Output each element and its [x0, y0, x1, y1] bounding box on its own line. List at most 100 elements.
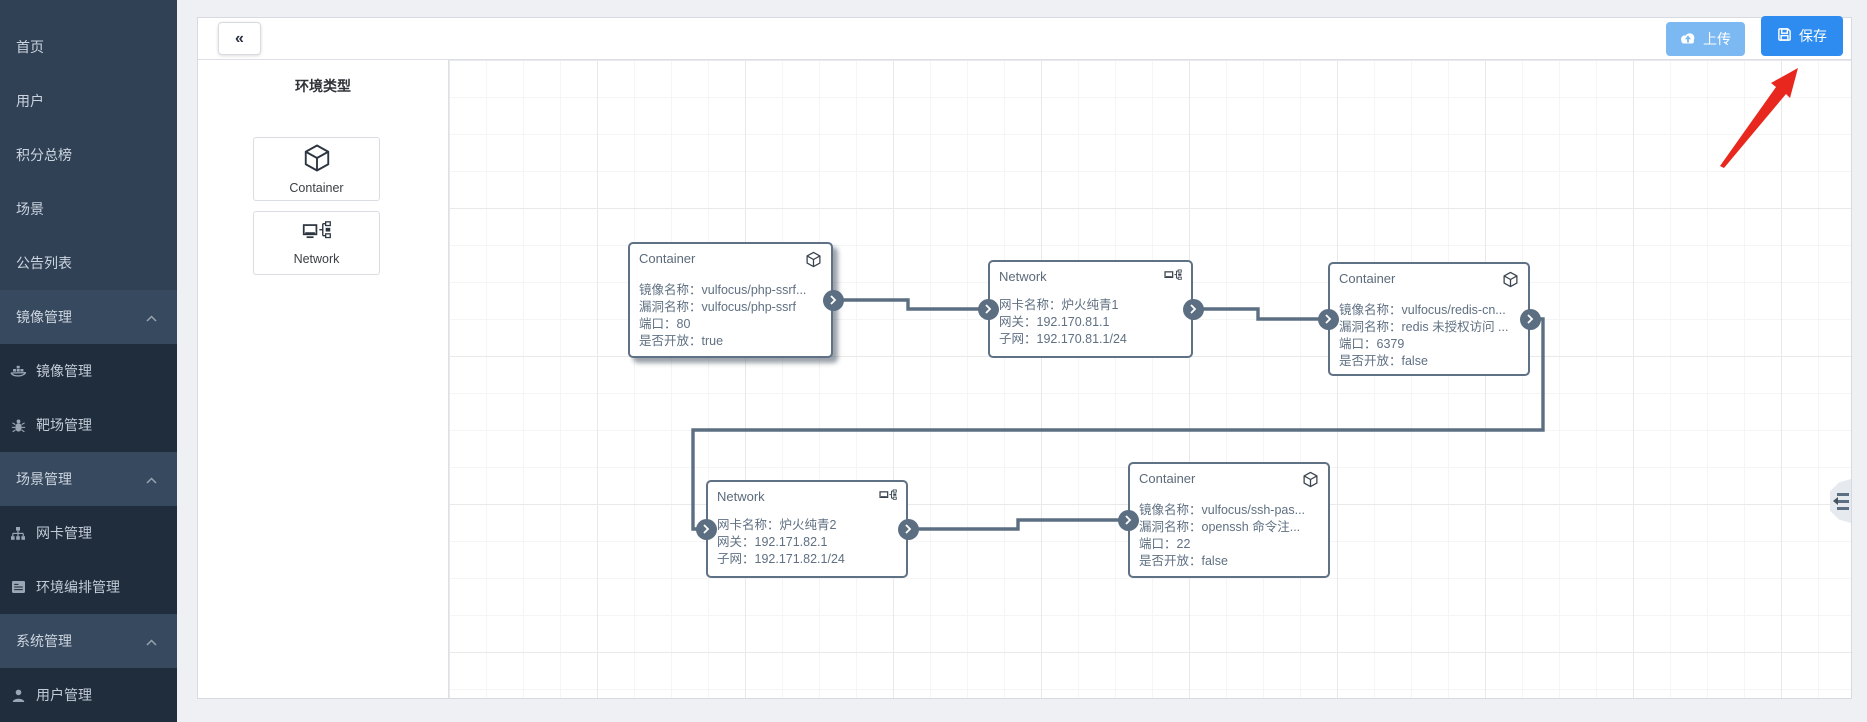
- expand-properties-panel-handle[interactable]: [1830, 479, 1851, 523]
- node-title: Network: [717, 489, 765, 504]
- flow-canvas[interactable]: Container 镜像名称：vulfocus/php-ssrf... 漏洞名称…: [449, 60, 1851, 698]
- network-icon: [302, 220, 332, 249]
- palette-item-label: Network: [293, 252, 340, 266]
- sidebar-item-label: 首页: [16, 39, 44, 55]
- node-field: 漏洞名称：openssh 命令注...: [1139, 520, 1301, 534]
- cube-icon: [1502, 271, 1519, 293]
- palette-title: 环境类型: [295, 78, 351, 94]
- wire-container2-to-network2: [691, 317, 1545, 531]
- node-field: 端口：80: [639, 317, 691, 331]
- sidebar-item-range-management[interactable]: 靶场管理: [0, 398, 177, 452]
- palette-item-network[interactable]: Network: [253, 211, 380, 275]
- node-fields: 网卡名称：炉火纯青1 网关：192.170.81.1 子网：192.170.81…: [990, 288, 1191, 348]
- sidebar-item-label: 环境编排管理: [36, 579, 120, 595]
- node-field: 是否开放：true: [639, 334, 724, 348]
- sidebar-item-label: 用户: [16, 93, 44, 109]
- palette-item-container[interactable]: Container: [253, 137, 380, 201]
- node-field: 端口：22: [1139, 537, 1191, 551]
- connector-port[interactable]: [1317, 308, 1339, 330]
- node-field: 子网：192.171.82.1/24: [717, 552, 845, 566]
- cube-icon: [805, 251, 822, 273]
- connector-port[interactable]: [1519, 308, 1541, 330]
- sidebar: 首页 用户 积分总榜 场景 公告列表 镜像管理 镜像管理 靶场管理 场景管理 网…: [0, 0, 177, 722]
- upload-button-label: 上传: [1703, 30, 1731, 47]
- sidebar-item-label: 积分总榜: [16, 147, 72, 163]
- network-icon: [879, 489, 897, 508]
- sidebar-item-label: 用户管理: [36, 687, 92, 703]
- sidebar-item-image-management[interactable]: 镜像管理: [0, 344, 177, 398]
- sidebar-item-scenes[interactable]: 场景: [0, 182, 177, 236]
- chevron-up-icon: [146, 633, 157, 649]
- save-button-label: 保存: [1799, 27, 1827, 44]
- connection-wires: [691, 298, 1545, 531]
- connector-port[interactable]: [822, 289, 844, 311]
- connector-port[interactable]: [1182, 298, 1204, 320]
- node-fields: 镜像名称：vulfocus/php-ssrf... 漏洞名称：vulfocus/…: [630, 273, 831, 350]
- sidebar-group-label: 系统管理: [16, 633, 72, 649]
- docker-icon: [9, 364, 27, 379]
- sidebar-item-home[interactable]: 首页: [0, 20, 177, 74]
- person-icon: [9, 688, 27, 703]
- handle-bar: [1837, 499, 1849, 503]
- sidebar-group-label: 镜像管理: [16, 309, 72, 325]
- collapse-palette-button[interactable]: «: [218, 22, 261, 55]
- node-fields: 镜像名称：vulfocus/redis-cn... 漏洞名称：redis 未授权…: [1330, 293, 1528, 370]
- node-field: 镜像名称：vulfocus/ssh-pas...: [1139, 503, 1306, 517]
- chevron-up-icon: [146, 471, 157, 487]
- node-field: 漏洞名称：redis 未授权访问 ...: [1339, 320, 1509, 334]
- sidebar-item-network-card-management[interactable]: 网卡管理: [0, 506, 177, 560]
- node-title: Network: [999, 269, 1047, 284]
- cube-icon: [302, 143, 332, 178]
- node-field: 网关：192.170.81.1: [999, 315, 1110, 329]
- connector-port[interactable]: [695, 518, 717, 540]
- connector-port[interactable]: [977, 298, 999, 320]
- form-icon: [9, 580, 27, 594]
- node-field: 网卡名称：炉火纯青1: [999, 298, 1119, 312]
- connector-port[interactable]: [1117, 509, 1139, 531]
- palette-panel: 环境类型 Container Network: [198, 60, 449, 698]
- node-fields: 网卡名称：炉火纯青2 网关：192.171.82.1 子网：192.171.82…: [708, 508, 906, 568]
- node-container-redis[interactable]: Container 镜像名称：vulfocus/redis-cn... 漏洞名称…: [1328, 262, 1530, 376]
- sidebar-item-environment-orchestration[interactable]: 环境编排管理: [0, 560, 177, 614]
- bug-icon: [9, 418, 27, 433]
- sidebar-item-announcements[interactable]: 公告列表: [0, 236, 177, 290]
- content-area: 环境类型 Container Network: [198, 60, 1851, 698]
- node-field: 镜像名称：vulfocus/redis-cn...: [1339, 303, 1506, 317]
- wire-network1-to-container2: [1193, 307, 1328, 321]
- toolbar: « 上传 保存: [198, 15, 1851, 60]
- node-field: 是否开放：false: [1139, 554, 1228, 568]
- node-network-2[interactable]: Network 网卡名称：炉火纯青2 网关：192.171.82.1 子网：19…: [706, 480, 908, 578]
- node-field: 镜像名称：vulfocus/php-ssrf...: [639, 283, 807, 297]
- node-field: 子网：192.170.81.1/24: [999, 332, 1127, 346]
- node-title: Container: [1339, 271, 1396, 286]
- node-network-1[interactable]: Network 网卡名称：炉火纯青1 网关：192.170.81.1 子网：19…: [988, 260, 1193, 358]
- node-field: 网关：192.171.82.1: [717, 535, 828, 549]
- sidebar-group-label: 场景管理: [16, 471, 72, 487]
- sidebar-item-leaderboard[interactable]: 积分总榜: [0, 128, 177, 182]
- sidebar-item-users[interactable]: 用户: [0, 74, 177, 128]
- connector-port[interactable]: [897, 518, 919, 540]
- sidebar-group-image-management[interactable]: 镜像管理: [0, 290, 177, 344]
- node-field: 漏洞名称：vulfocus/php-ssrf: [639, 300, 796, 314]
- node-fields: 镜像名称：vulfocus/ssh-pas... 漏洞名称：openssh 命令…: [1130, 493, 1328, 570]
- sidebar-group-scene-management[interactable]: 场景管理: [0, 452, 177, 506]
- node-container-php-ssrf[interactable]: Container 镜像名称：vulfocus/php-ssrf... 漏洞名称…: [628, 242, 833, 358]
- network-icon: [1164, 269, 1182, 288]
- sidebar-group-system-management[interactable]: 系统管理: [0, 614, 177, 668]
- palette-item-label: Container: [289, 181, 344, 195]
- double-chevron-left-icon: «: [235, 29, 244, 47]
- floppy-save-icon: [1777, 27, 1792, 45]
- triangle-left-icon: [1833, 497, 1838, 505]
- sidebar-item-label: 靶场管理: [36, 417, 92, 433]
- node-title: Container: [639, 251, 696, 266]
- sidebar-item-user-management[interactable]: 用户管理: [0, 668, 177, 722]
- sitemap-icon: [9, 526, 27, 541]
- node-container-ssh[interactable]: Container 镜像名称：vulfocus/ssh-pas... 漏洞名称：…: [1128, 462, 1330, 578]
- save-button[interactable]: 保存: [1761, 15, 1843, 56]
- upload-button[interactable]: 上传: [1666, 21, 1745, 56]
- sidebar-item-label: 公告列表: [16, 255, 72, 271]
- chevron-up-icon: [146, 309, 157, 325]
- handle-bar: [1837, 492, 1849, 496]
- wire-network2-to-container3: [908, 518, 1128, 531]
- cloud-upload-icon: [1680, 31, 1696, 47]
